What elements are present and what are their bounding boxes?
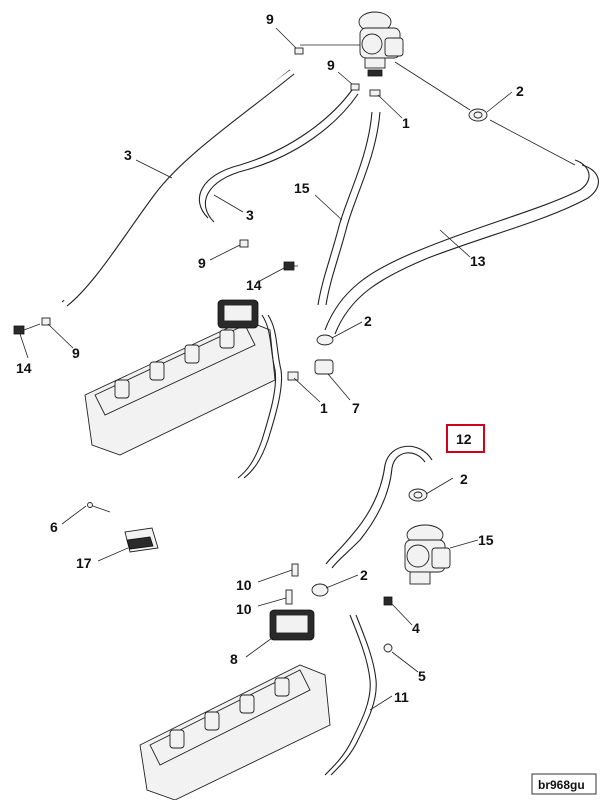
callout: 2: [460, 471, 468, 487]
callout: 10: [236, 577, 252, 593]
callout: 3: [246, 207, 254, 223]
fitting-9-c: [239, 239, 249, 248]
hose-12: [325, 445, 433, 569]
bolt-14-left: [13, 323, 41, 335]
bolt-14-right: [283, 261, 298, 271]
callout: 11: [394, 689, 409, 705]
callout: 2: [360, 567, 368, 583]
callout: 12: [456, 431, 472, 447]
callout: 2: [516, 83, 524, 99]
callout: 15: [294, 180, 310, 196]
engine-cover-upper: [84, 319, 276, 456]
callout: 1: [402, 115, 410, 131]
leader-lines: [19, 27, 513, 711]
callout: 10: [236, 601, 252, 617]
callouts: 9 9 1 2 3 3 15 13 9 14 2 14 9 1 7 12 2 6…: [16, 11, 524, 705]
callout: 9: [198, 255, 206, 271]
callout: 9: [266, 11, 274, 27]
washer-5: [383, 643, 393, 653]
fitting-9-b: [350, 83, 360, 91]
callout: 3: [124, 147, 132, 163]
clamp-2-lower: [408, 488, 428, 502]
cable-upper: [237, 314, 277, 479]
valve-15-lower: [404, 524, 451, 585]
bracket-17: [124, 527, 159, 553]
callout: 13: [470, 253, 486, 269]
callout: 14: [246, 277, 262, 293]
callout: 14: [16, 360, 32, 376]
connector-1-lower: [287, 371, 299, 381]
hose-15-upper: [317, 111, 381, 306]
callout: 1: [320, 400, 328, 416]
clamp-2-middle: [316, 334, 334, 346]
callout: 6: [50, 519, 58, 535]
callout: 7: [352, 400, 360, 416]
cable-11: [324, 614, 371, 776]
fitting-9-a: [294, 47, 304, 55]
callout: 9: [327, 57, 335, 73]
callout: 15: [478, 532, 494, 548]
reference-code: br968gu: [538, 778, 585, 792]
engine-cover-lower: [139, 664, 331, 800]
callout: 2: [364, 313, 372, 329]
clamp-2-top: [468, 108, 488, 122]
fitting-6: [87, 502, 111, 513]
hose-13: [324, 159, 599, 335]
fitting-10-a: [291, 563, 299, 577]
hose-3-middle: [198, 89, 359, 223]
clamp-2-lower-middle: [311, 583, 329, 597]
callout: 4: [412, 620, 420, 636]
callout: 9: [72, 345, 80, 361]
callout: 8: [230, 651, 238, 667]
hose-3-left: [61, 69, 295, 307]
ecu-upper: [217, 299, 259, 329]
bolt-4: [383, 596, 393, 606]
callout-12-highlight: [446, 424, 485, 453]
valve-top: [358, 11, 404, 97]
callout: 5: [418, 668, 426, 684]
fitting-7: [314, 359, 334, 375]
callout: 17: [76, 555, 92, 571]
ecu-8: [269, 609, 315, 641]
fitting-10-b: [285, 589, 293, 605]
fitting-9-d: [41, 317, 51, 326]
reference-code-box: br968gu: [531, 773, 597, 795]
